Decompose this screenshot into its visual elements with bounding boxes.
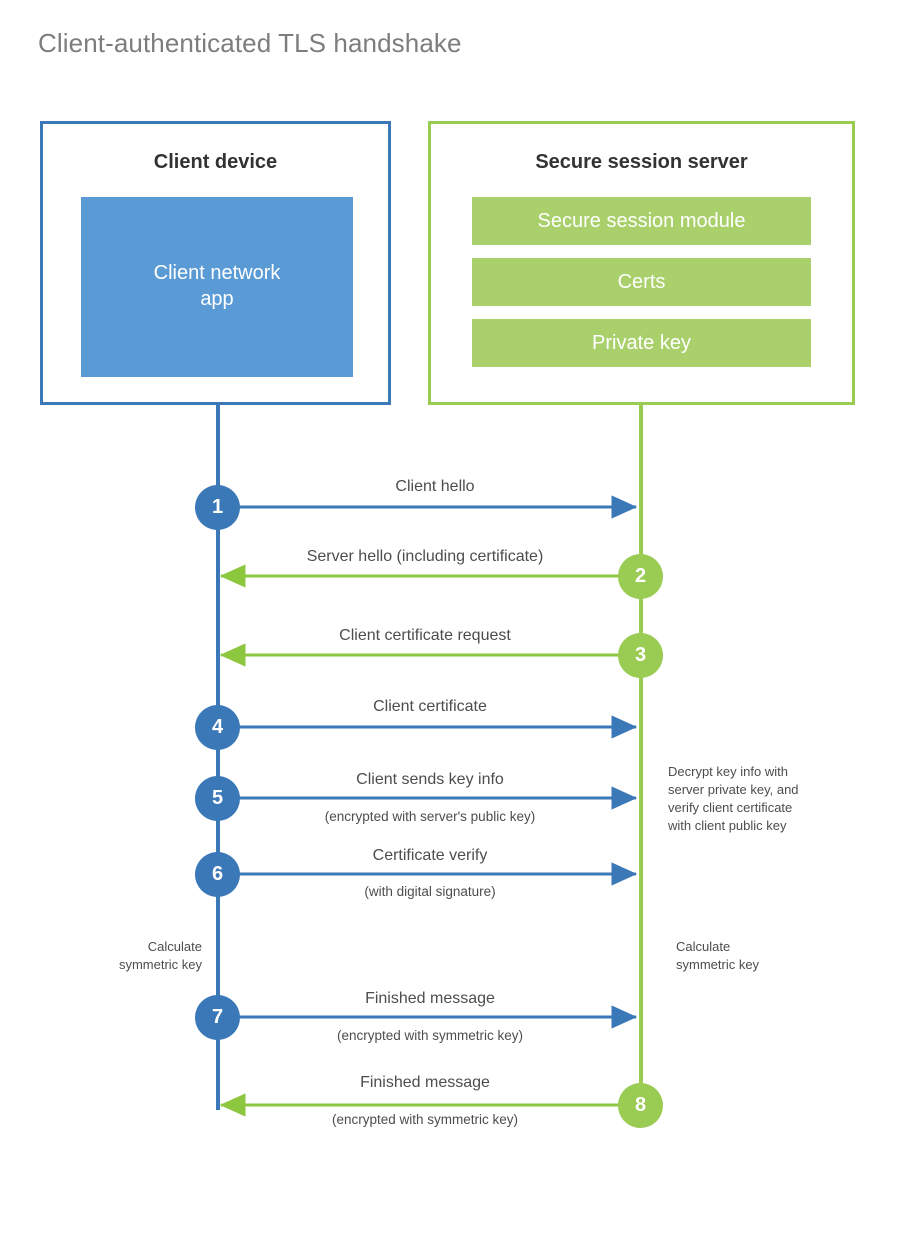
client-app-label-line1: Client network [153,262,281,285]
secure-session-server-box: Secure session server Secure session mod… [428,121,855,405]
server-calculate-note-line1: Calculate [676,939,731,954]
step-circle-1[interactable]: 1 [195,485,240,530]
message-label-3: Client certificate request [339,627,511,644]
message-label-7: Finished message [365,990,495,1007]
step-circle-4[interactable]: 4 [195,705,240,750]
client-lifeline [216,405,220,1110]
server-lifeline [639,405,643,1105]
page-title: Client-authenticated TLS handshake [38,28,462,58]
message-label-4: Client certificate [373,698,487,715]
server-decrypt-note-line3: verify client certificate [668,799,793,815]
message-label-8: Finished message [360,1074,490,1091]
step-circle-3[interactable]: 3 [618,633,663,678]
message-label-1: Client hello [395,478,475,495]
client-device-box: Client device Client network app [40,121,391,405]
server-decrypt-note: Decrypt key info with server private key… [668,763,848,835]
step-circle-8[interactable]: 8 [618,1083,663,1128]
secure-session-server-title: Secure session server [535,151,748,173]
step-circle-2[interactable]: 2 [618,554,663,599]
server-component-stack: Secure session module Certs Private key [472,197,811,380]
step-circle-6[interactable]: 6 [195,852,240,897]
server-calculate-note: Calculate symmetric key [676,938,856,974]
server-calculate-note-line2: symmetric key [676,956,760,972]
message-sublabel-7: (encrypted with symmetric key) [336,1028,524,1043]
server-component-secure-session-module: Secure session module [472,197,811,245]
server-decrypt-note-line2: server private key, and [668,781,799,797]
server-decrypt-note-line1: Decrypt key info with [668,764,788,779]
client-calculate-note-line1: Calculate [147,939,202,954]
server-component-private-key: Private key [472,319,811,367]
message-label-6: Certificate verify [372,847,488,864]
client-calculate-note-line2: symmetric key [118,956,202,972]
message-sublabel-5: (encrypted with server's public key) [324,809,536,824]
message-sublabel-8: (encrypted with symmetric key) [331,1112,519,1127]
client-device-title: Client device [153,151,278,173]
client-calculate-note: Calculate symmetric key [30,938,202,974]
server-decrypt-note-line4: with client public key [668,817,787,833]
step-circle-5[interactable]: 5 [195,776,240,821]
step-circle-7[interactable]: 7 [195,995,240,1040]
message-sublabel-6: (with digital signature) [364,884,496,899]
message-label-5: Client sends key info [356,771,504,788]
server-component-certs: Certs [472,258,811,306]
client-app-label-line2: app [200,288,234,310]
message-label-2: Server hello (including certificate) [306,548,544,565]
client-network-app-box: Client network app [81,197,353,377]
